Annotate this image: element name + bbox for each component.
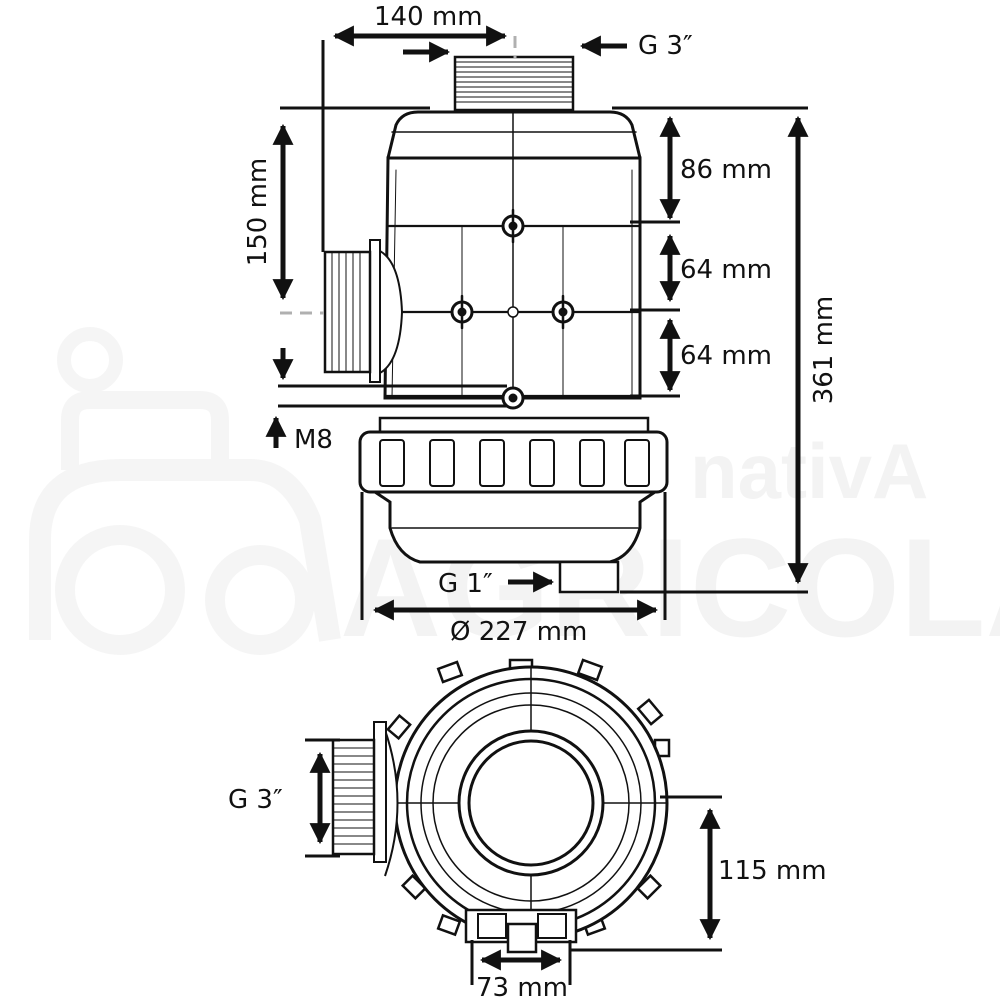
label-diameter: Ø 227 mm [450,617,587,647]
label-total-height: 361 mm [809,296,839,405]
label-offset: 115 mm [718,856,827,886]
dimension-arrows-top [309,751,721,971]
label-seg-lower: 64 mm [680,341,772,371]
extension-lines-top [305,738,722,985]
label-seg-mid: 64 mm [680,255,772,285]
label-bolt: M8 [294,425,333,455]
label-outlet-width: 73 mm [476,973,568,1000]
centerline [280,36,517,315]
label-side-height: 150 mm [243,158,273,267]
bolt-icon [501,386,525,410]
label-top-width: 140 mm [374,2,483,32]
label-side-thread: G 3″ [228,785,283,815]
bolt-icon [450,294,474,330]
extension-lines [278,40,808,620]
filter-front-view [323,55,669,594]
label-seg-upper: 86 mm [680,155,772,185]
label-drain: G 1″ [438,569,493,599]
filter-top-view [331,658,671,954]
label-top-thread: G 3″ [638,31,693,61]
bolt-icon [501,208,525,244]
dimension-arrows [265,25,809,621]
watermark-logo [29,327,341,655]
watermark-text-1: nativA [690,427,928,515]
bolt-icon [551,294,575,330]
